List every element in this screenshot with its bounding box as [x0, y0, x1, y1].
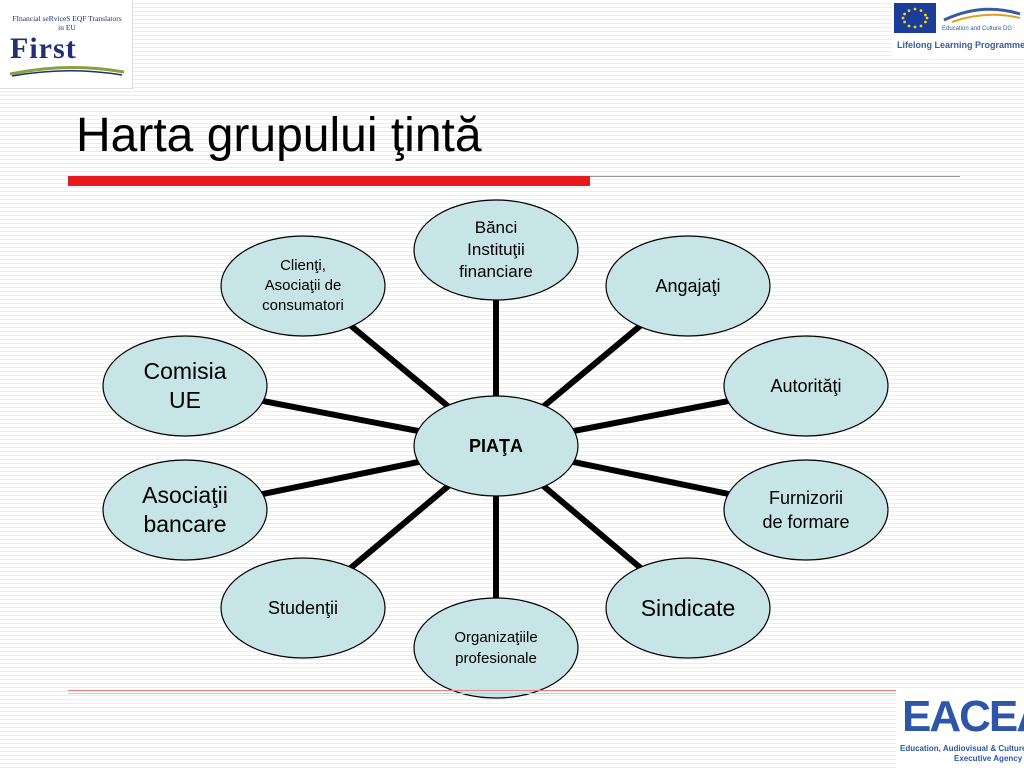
- node-comisia-label: Comisia UE: [103, 336, 267, 436]
- node-angajati-label: Angajaţi: [655, 275, 721, 296]
- node-studenti-label: Studenţii: [267, 597, 339, 618]
- title-rule-red: [68, 176, 590, 186]
- node-clienti-line1: Clienţi,: [280, 257, 326, 274]
- eacea-logo: EACEA Education, Audiovisual & Culture E…: [896, 690, 1024, 768]
- node-comisia-line1: Comisia: [143, 358, 227, 384]
- node-banci: [413, 199, 579, 301]
- node-clienti-label: Clienţi, Asociaţii de consumatori: [221, 236, 385, 336]
- node-banci-label: Bănci Instituţii financiare: [414, 200, 578, 300]
- node-furnizori-line2: de formare: [762, 512, 850, 532]
- eacea-mark: EACEA: [902, 692, 1024, 741]
- page-title: Harta grupului ţintă: [76, 109, 482, 162]
- node-piata: [413, 395, 579, 497]
- node-furnizori-label: Furnizorii de formare: [724, 460, 888, 560]
- node-banci-line1: Bănci: [474, 218, 518, 237]
- node-sindicate: [605, 557, 771, 659]
- node-furnizori: [723, 459, 889, 561]
- node-organizatii-line1: Organizaţiile: [454, 629, 538, 646]
- eu-dg-label: Education and Culture DG: [942, 26, 1013, 32]
- first-logo-tagline: FInancial seRviceS EQF Translators in EU: [6, 14, 128, 32]
- node-piata-label: PIAŢA: [469, 435, 523, 456]
- node-autoritati: [723, 335, 889, 437]
- node-comisia-line2: UE: [169, 387, 201, 413]
- first-logo-tagline-line2: in EU: [58, 23, 76, 32]
- eu-flag-icon: [894, 3, 936, 33]
- node-sindicate-label: Sindicate: [640, 594, 736, 621]
- footer-rule-red: [68, 690, 960, 691]
- node-furnizori-line1: Furnizorii: [768, 488, 843, 508]
- eu-programme-label: Lifelong Learning Programme: [897, 40, 1024, 50]
- node-angajati: [605, 235, 771, 337]
- first-logo-swoosh-icon: [9, 65, 125, 77]
- node-asociatii-bancare-line2: bancare: [143, 511, 227, 537]
- first-logo-tagline-line1: FInancial seRviceS EQF Translators: [12, 14, 122, 23]
- node-banci-line2: Instituţii: [467, 240, 525, 259]
- first-logo-word: First: [10, 32, 77, 65]
- node-asociatii-bancare-label: Asociaţii bancare: [103, 460, 267, 560]
- node-studenti: [220, 557, 386, 659]
- title-rule-gray: [590, 176, 960, 177]
- node-organizatii: [413, 597, 579, 699]
- node-comisia: [102, 335, 268, 437]
- eu-logo: Education and Culture DG Lifelong Learni…: [892, 0, 1024, 56]
- eacea-line2: Executive Agency: [954, 754, 1023, 763]
- node-organizatii-label: Organizaţiile profesionale: [414, 598, 578, 698]
- node-clienti-line3: consumatori: [262, 297, 344, 314]
- node-asociatii-bancare-line1: Asociaţii: [142, 482, 228, 508]
- eacea-line1: Education, Audiovisual & Culture: [900, 744, 1024, 753]
- node-asociatii-bancare: [102, 459, 268, 561]
- node-clienti-line2: Asociaţii de: [264, 277, 342, 294]
- footer-rule-gray: [68, 693, 960, 694]
- node-clienti: [220, 235, 386, 337]
- node-banci-line3: financiare: [459, 262, 533, 281]
- node-organizatii-line2: profesionale: [455, 650, 537, 667]
- first-logo: FInancial seRviceS EQF Translators in EU…: [0, 0, 133, 89]
- node-autoritati-label: Autorităţi: [770, 375, 842, 396]
- dg-swoosh-icon: [943, 7, 1021, 23]
